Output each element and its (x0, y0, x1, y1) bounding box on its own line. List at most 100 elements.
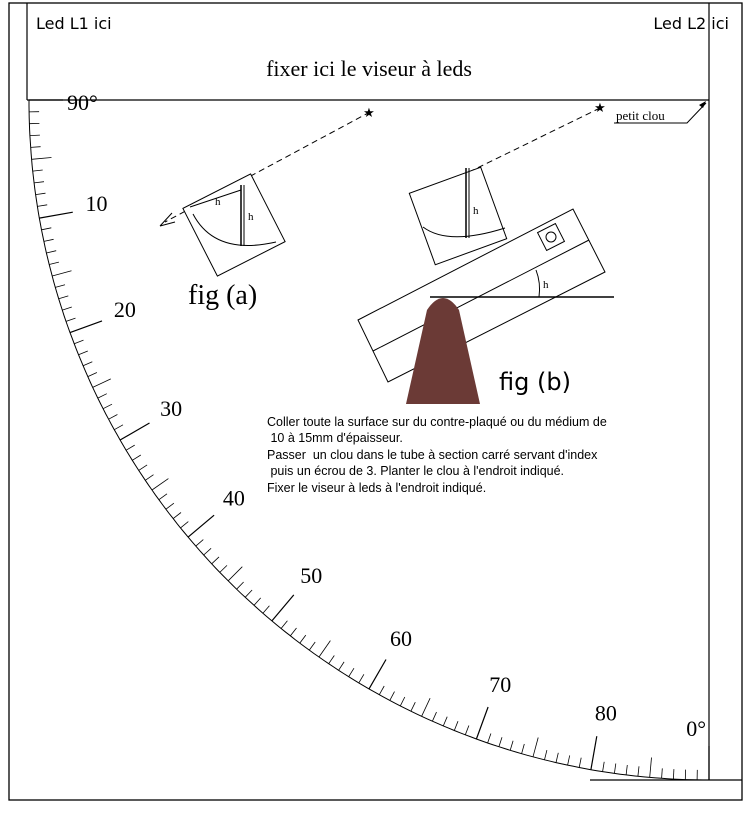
instruction-line-2: 10 à 15mm d'épaisseur. (267, 431, 403, 445)
led-l2-label: Led L2 ici (653, 14, 729, 33)
protractor-tick (661, 768, 663, 779)
svg-text:h: h (473, 205, 479, 217)
protractor-tick (262, 605, 270, 614)
protractor-tick (30, 146, 41, 148)
protractor-label-20: 20 (114, 297, 136, 322)
protractor-tick (119, 422, 150, 441)
protractor-tick (138, 464, 148, 471)
instruction-line-3: Passer un clou dans le tube à section ca… (267, 448, 598, 462)
protractor-tick (328, 655, 335, 664)
protractor-tick (673, 769, 675, 780)
protractor-tick (555, 752, 559, 763)
protractor-tick (62, 306, 72, 311)
fig-a-diagram: h h (182, 173, 286, 277)
sight-line-b (417, 107, 601, 198)
nail-arrowhead (699, 101, 706, 108)
protractor-tick (236, 581, 244, 590)
protractor-tick (132, 454, 142, 461)
protractor-tick (211, 556, 220, 565)
protractor-tick (625, 764, 628, 775)
led-l1-label: Led L1 ici (36, 14, 112, 33)
protractor-tick (227, 566, 243, 582)
protractor-tick (203, 548, 212, 556)
protractor-tick (368, 659, 387, 690)
protractor-tick (378, 685, 385, 695)
protractor-tick (108, 414, 118, 420)
protractor-tick (649, 757, 652, 778)
protractor-tick (614, 763, 617, 774)
protractor-tick (544, 750, 548, 760)
protractor-tick (602, 761, 605, 772)
protractor-label-10: 10 (86, 191, 108, 216)
protractor-tick (151, 478, 169, 491)
instruction-line-4: puis un écrou de 3. Planter le clou à l'… (267, 464, 564, 478)
protractor-tick (165, 502, 175, 510)
star-b: ★ (594, 101, 606, 116)
protractor-tick (69, 320, 103, 334)
protractor-tick (318, 640, 331, 658)
protractor-label-50: 50 (300, 563, 322, 588)
instructions-block: Coller toute la surface sur du contre-pl… (267, 415, 607, 495)
fig-b-diagram: h h (357, 166, 614, 404)
protractor-tick (180, 521, 189, 529)
protractor-tick (578, 757, 582, 768)
protractor-tick (453, 721, 459, 731)
protractor-tick (421, 698, 431, 717)
protractor-tick (567, 755, 571, 766)
protractor-tick (52, 270, 72, 277)
protractor-tick (92, 378, 111, 388)
protractor-tick (125, 444, 135, 451)
protractor-tick (432, 711, 437, 722)
protractor-tick (475, 706, 489, 740)
protractor-tick (34, 181, 45, 184)
fig-a-label: fig (a) (188, 280, 257, 311)
protractor-tick (358, 674, 365, 684)
instruction-line-5: Fixer le viseur à leds à l'endroit indiq… (267, 481, 486, 495)
protractor-tick (49, 261, 59, 265)
protractor-tick (253, 597, 261, 606)
protractor-tick (55, 284, 66, 288)
protractor-tick (219, 565, 228, 573)
protractor-tick (32, 169, 43, 172)
protractor-tick (31, 157, 52, 160)
svg-text:h: h (215, 196, 221, 208)
protractor-label-40: 40 (223, 486, 245, 511)
protractor-tick (97, 393, 107, 399)
protractor-tick (532, 737, 539, 757)
protractor-tick (464, 725, 470, 735)
protractor-tick (442, 716, 448, 727)
protractor-tick (308, 641, 316, 651)
protractor-tick (172, 512, 182, 519)
protractor-tick (348, 667, 355, 677)
protractor-tick (43, 238, 54, 242)
protractor-tick (187, 514, 215, 538)
protractor-tick (35, 192, 46, 195)
protractor-tick (399, 696, 406, 707)
nail-pointer (614, 102, 707, 124)
protractor-tick (299, 634, 307, 644)
protractor-tick (65, 317, 76, 322)
protractor-label-30: 30 (160, 396, 182, 421)
protractor-tick (39, 211, 73, 219)
protractor-tick (637, 766, 640, 777)
protractor-tick (145, 474, 154, 481)
protractor-tick (74, 339, 84, 345)
protractor-tick (78, 350, 88, 356)
protractor-tick (521, 743, 525, 754)
protractor-tick (114, 424, 124, 431)
protractor-label-60: 60 (390, 626, 412, 651)
protractor-tick (58, 295, 69, 300)
sight-arrow-a (159, 212, 176, 227)
protractor-tick (29, 134, 40, 136)
protractor-tick (338, 661, 345, 671)
protractor-tick (158, 493, 168, 501)
protractor-tick (87, 372, 98, 377)
svg-text:h: h (248, 211, 254, 223)
protractor-tick (46, 250, 57, 254)
protractor-tick (487, 733, 492, 744)
label-90: 90° (67, 90, 98, 115)
support-post (406, 298, 480, 404)
protractor-tick (82, 361, 93, 367)
svg-text:h: h (543, 279, 549, 291)
